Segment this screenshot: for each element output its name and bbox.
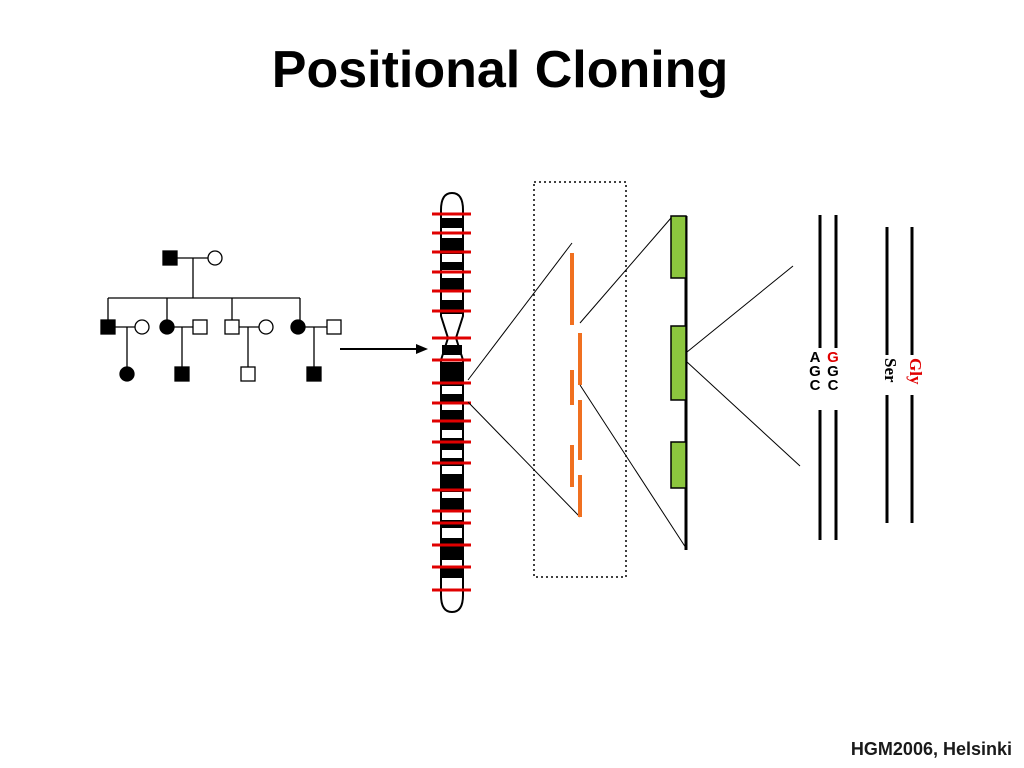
pedigree-unaffected-male <box>224 319 240 335</box>
codon-base-mutated: G <box>827 349 839 366</box>
codon-base: C <box>828 377 839 394</box>
chromosome-band <box>442 538 462 560</box>
dna-strands <box>818 215 838 540</box>
codon-mutant: G G C <box>827 349 839 394</box>
chromosome-band <box>442 362 462 386</box>
pedigree-affected-female <box>290 319 306 335</box>
chromosome-band <box>442 278 462 292</box>
zoom-lines <box>686 265 801 467</box>
codon-base: A <box>810 349 821 366</box>
chromosome-band <box>442 474 462 492</box>
zoom-lines <box>467 242 581 518</box>
chromosome-band <box>442 498 462 512</box>
chromosome-band <box>442 394 462 404</box>
chromosome-band <box>442 238 462 254</box>
chromosome-band <box>442 568 462 578</box>
arrow <box>340 344 428 354</box>
pedigree-unaffected-female <box>207 250 223 266</box>
pedigree-affected-male <box>162 250 178 266</box>
amino-acid-reference: Ser <box>881 358 900 383</box>
pedigree-unaffected-female <box>258 319 274 335</box>
slide-title: Positional Cloning <box>271 41 729 99</box>
pedigree-affected-female <box>119 366 135 382</box>
chromosome-band <box>442 262 462 270</box>
chromosome-band <box>442 438 462 450</box>
amino-acid-mutant: Gly <box>906 358 925 385</box>
codon-base: C <box>810 377 821 394</box>
pedigree-unaffected-male <box>326 319 342 335</box>
pedigree-affected-female <box>159 319 175 335</box>
exon <box>670 441 687 489</box>
pedigree-affected-male <box>306 366 322 382</box>
gene <box>670 215 688 550</box>
pedigree-affected-male <box>100 319 116 335</box>
pedigree-unaffected-female <box>134 319 150 335</box>
zoom-lines <box>579 217 687 549</box>
pedigree <box>100 250 342 382</box>
chromosome <box>432 191 471 614</box>
footer-credit: HGM2006, Helsinki <box>850 739 1012 759</box>
exon <box>670 215 687 279</box>
codon-base: G <box>827 363 839 380</box>
contig-box <box>533 181 627 578</box>
chromosome-band <box>442 345 462 355</box>
pedigree-affected-male <box>174 366 190 382</box>
codon-base: G <box>809 363 821 380</box>
exon <box>670 325 687 401</box>
protein-strands <box>885 227 914 523</box>
chromosome-band <box>442 218 462 228</box>
codon-reference: A G C <box>809 349 821 394</box>
pedigree-unaffected-male <box>240 366 256 382</box>
pedigree-unaffected-male <box>192 319 208 335</box>
clone-contig <box>533 181 627 578</box>
